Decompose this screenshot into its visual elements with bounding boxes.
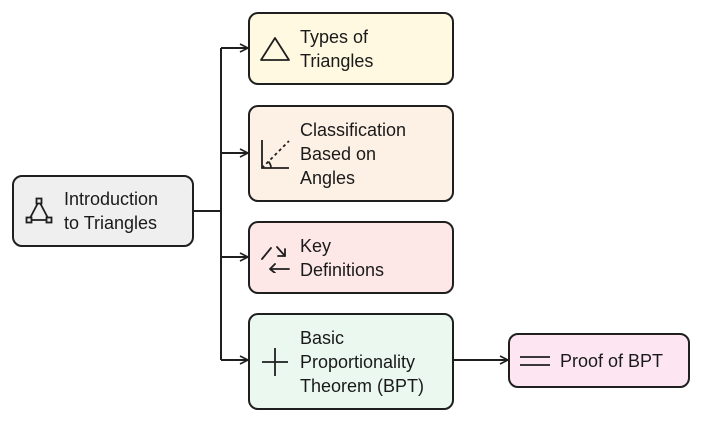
leaf-proof-of-bpt[interactable]: Proof of BPT [508,333,690,388]
plus-icon [250,346,300,378]
branch-classification-angles[interactable]: Classification Based on Angles [248,105,454,202]
swap-arrows-icon [250,243,300,273]
angle-icon [250,136,300,172]
root-node[interactable]: Introduction to Triangles [12,175,194,247]
branch-label: Key Definitions [300,235,385,280]
branch-key-definitions[interactable]: Key Definitions [248,221,454,294]
branch-types-of-triangles[interactable]: Types of Triangles [248,12,454,85]
equals-lines-icon [510,351,560,371]
branch-label: Basic Proportionality Theorem (BPT) [300,327,425,396]
branch-label: Types of Triangles [300,26,374,71]
branch-label: Classification Based on Angles [300,119,407,188]
branch-bpt[interactable]: Basic Proportionality Theorem (BPT) [248,313,454,410]
leaf-label: Proof of BPT [560,350,664,371]
triangle-outline-icon [250,35,300,63]
root-label: Introduction to Triangles [64,189,159,233]
triangle-nodes-icon [14,196,64,226]
